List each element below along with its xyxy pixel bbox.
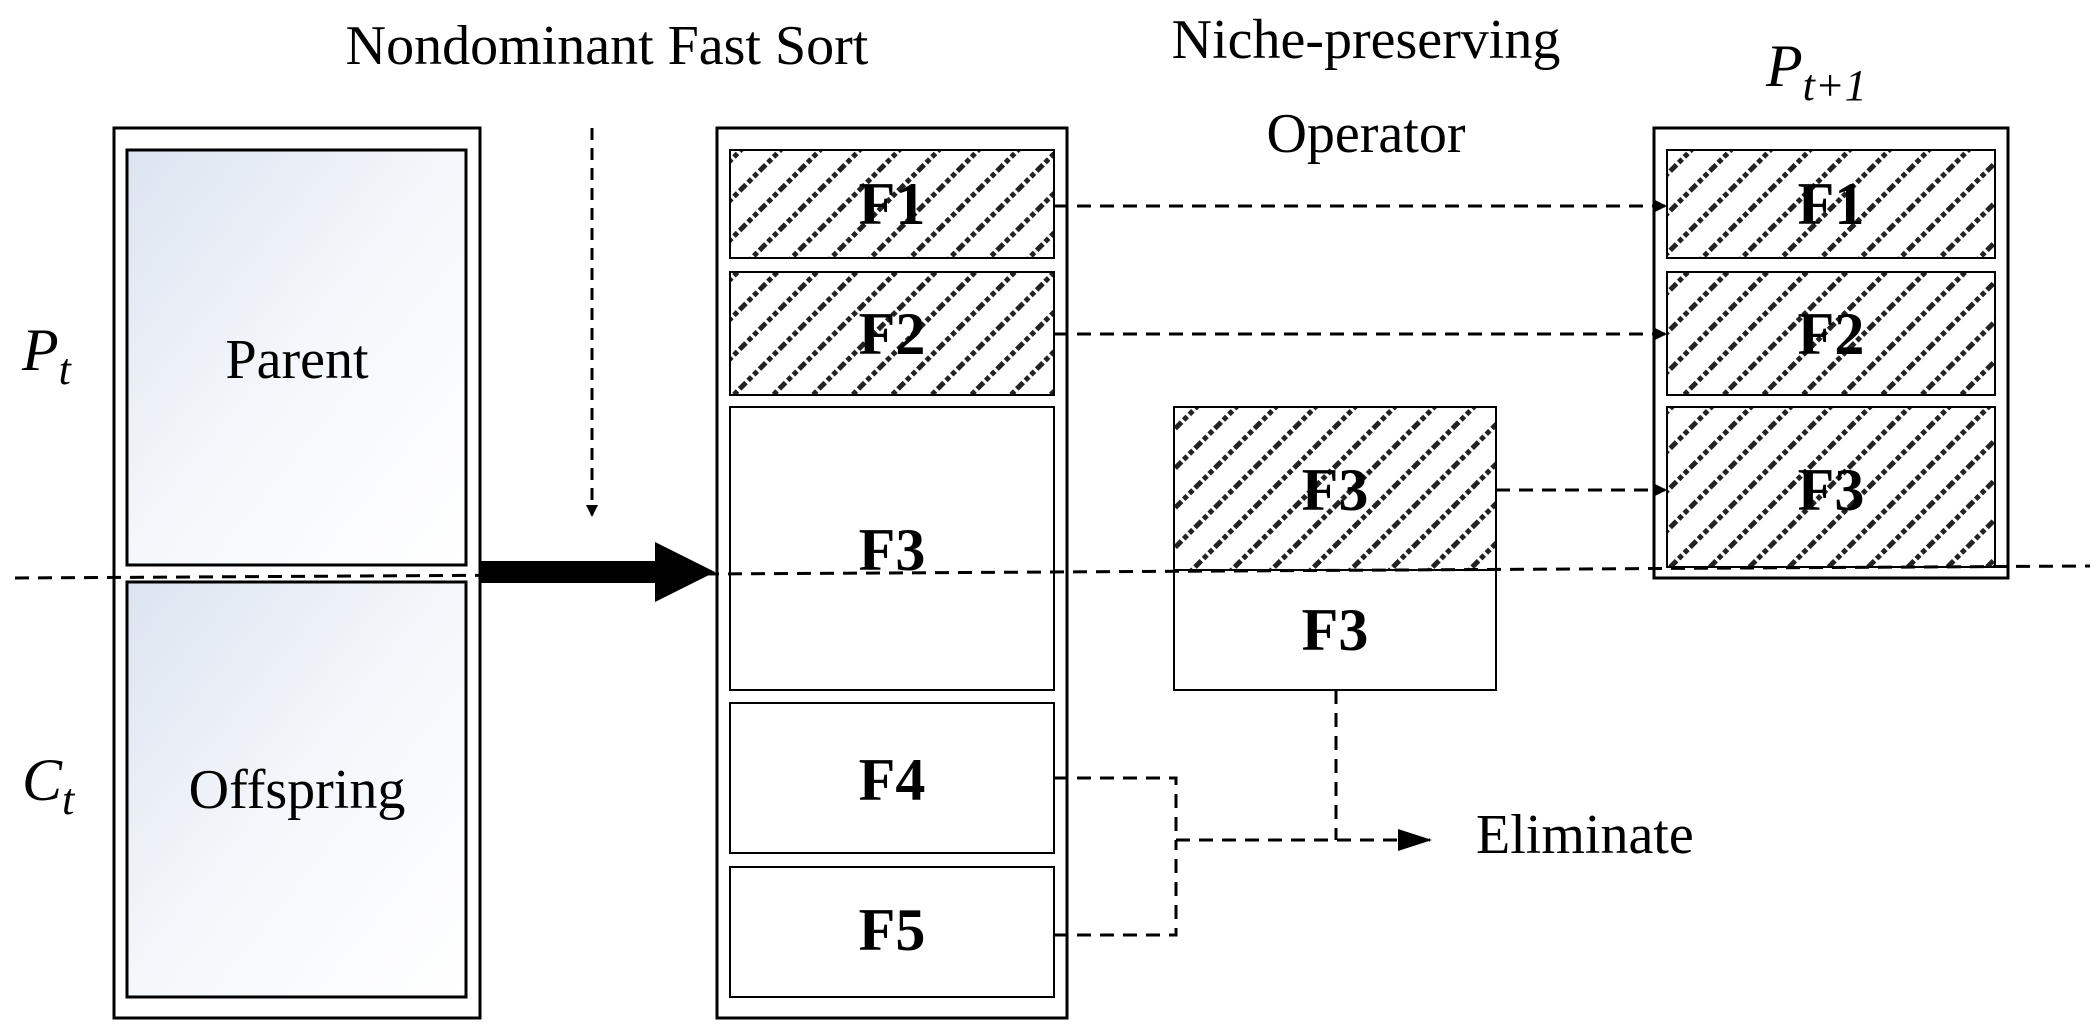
next-population: F1 F2 F3: [1652, 126, 2010, 580]
main-flow-arrow: [480, 542, 715, 602]
offspring-label: Offspring: [189, 759, 406, 821]
niche-rejected-label: F3: [1302, 597, 1369, 663]
front-f5-label: F5: [859, 897, 926, 963]
next-f3-label: F3: [1798, 457, 1865, 523]
parent-label: Parent: [225, 329, 369, 391]
front-f2-box: [729, 271, 1055, 396]
niche-rejected-box: [1173, 569, 1497, 691]
offspring-box: [125, 580, 468, 999]
offspring-symbol-base: C: [22, 747, 63, 813]
front-f1-label: F1: [859, 171, 926, 237]
front-f1-box: [729, 149, 1055, 259]
f5-eliminate-path: [1054, 840, 1178, 937]
front-f2-label: F2: [859, 301, 926, 367]
sort-heading: Nondominant Fast Sort: [346, 15, 869, 77]
next-f3-box: [1666, 406, 1996, 568]
next-f1-label: F1: [1798, 171, 1865, 237]
front-f4-label: F4: [859, 747, 926, 813]
front-f5-box: [729, 866, 1055, 998]
offspring-symbol-sub: t: [62, 775, 76, 824]
next-gen-symbol-sub: t+1: [1803, 61, 1867, 110]
front-f4-box: [729, 702, 1055, 854]
eliminate-label: Eliminate: [1476, 804, 1694, 866]
parent-symbol: Pt: [21, 317, 73, 394]
niche-heading-line1: Niche-preserving: [1172, 9, 1561, 71]
niche-heading-line2: Operator: [1266, 103, 1465, 165]
generation-divider: [14, 564, 2091, 580]
population-box: Parent Offspring: [112, 126, 482, 1020]
next-f2-label: F2: [1798, 301, 1865, 367]
niche-operator: F3 F3: [1173, 406, 1497, 691]
niche-selected-box: [1173, 406, 1497, 571]
parent-symbol-sub: t: [59, 345, 73, 394]
offspring-symbol: Ct: [22, 747, 76, 824]
next-f2-box: [1666, 271, 1996, 396]
next-gen-symbol: Pt+1: [1765, 33, 1867, 110]
next-f1-box: [1666, 149, 1996, 259]
front-f3-box: [729, 406, 1055, 691]
niche-selected-label: F3: [1302, 457, 1369, 523]
parent-symbol-base: P: [21, 317, 59, 383]
next-gen-symbol-base: P: [1765, 33, 1803, 99]
f4-eliminate-path: [1054, 776, 1178, 840]
parent-box: [125, 148, 468, 567]
